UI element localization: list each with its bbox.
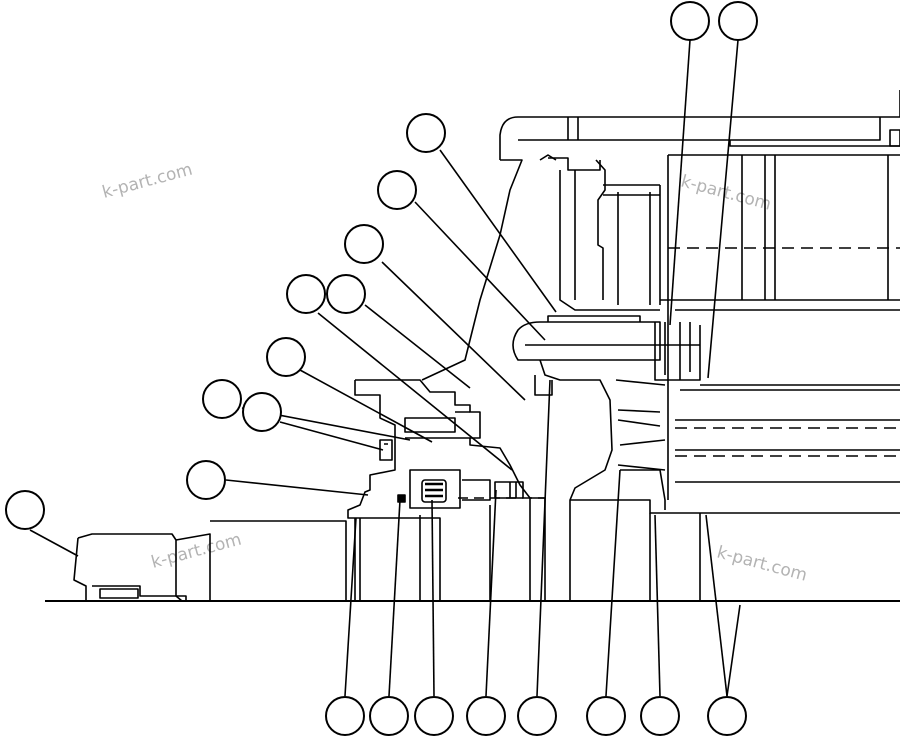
callout-balloon — [466, 696, 506, 736]
gear-housing — [499, 116, 900, 160]
callout-balloon — [369, 696, 409, 736]
callout-balloon — [414, 696, 454, 736]
callout-balloon — [242, 392, 282, 432]
watermark-4: k-part.com — [715, 543, 810, 586]
callout-balloon — [718, 1, 758, 41]
carrier-gear — [512, 321, 661, 361]
callout-balloon — [5, 490, 45, 530]
watermark-1: k-part.com — [100, 160, 195, 203]
callout-balloons — [5, 1, 758, 736]
callout-balloon — [670, 1, 710, 41]
callout-balloon — [202, 379, 242, 419]
bearing-housing — [355, 379, 531, 601]
hub — [539, 359, 613, 601]
left-housing — [73, 533, 183, 602]
assembly-drawing — [45, 90, 900, 602]
seal-ring — [397, 494, 406, 503]
callout-balloon — [326, 274, 366, 314]
callout-balloon — [325, 696, 365, 736]
roller-bearing — [421, 479, 447, 503]
leader-lines — [29, 39, 741, 697]
callout-balloon — [517, 696, 557, 736]
shaft-tube — [210, 520, 347, 601]
callout-balloon — [186, 460, 226, 500]
callout-balloon — [266, 337, 306, 377]
callout-balloon — [344, 224, 384, 264]
callout-balloon — [406, 113, 446, 153]
callout-balloon — [640, 696, 680, 736]
callout-balloon — [586, 696, 626, 736]
callout-balloon — [377, 170, 417, 210]
callout-balloon — [707, 696, 747, 736]
callout-balloon — [286, 274, 326, 314]
bolt — [494, 481, 524, 499]
